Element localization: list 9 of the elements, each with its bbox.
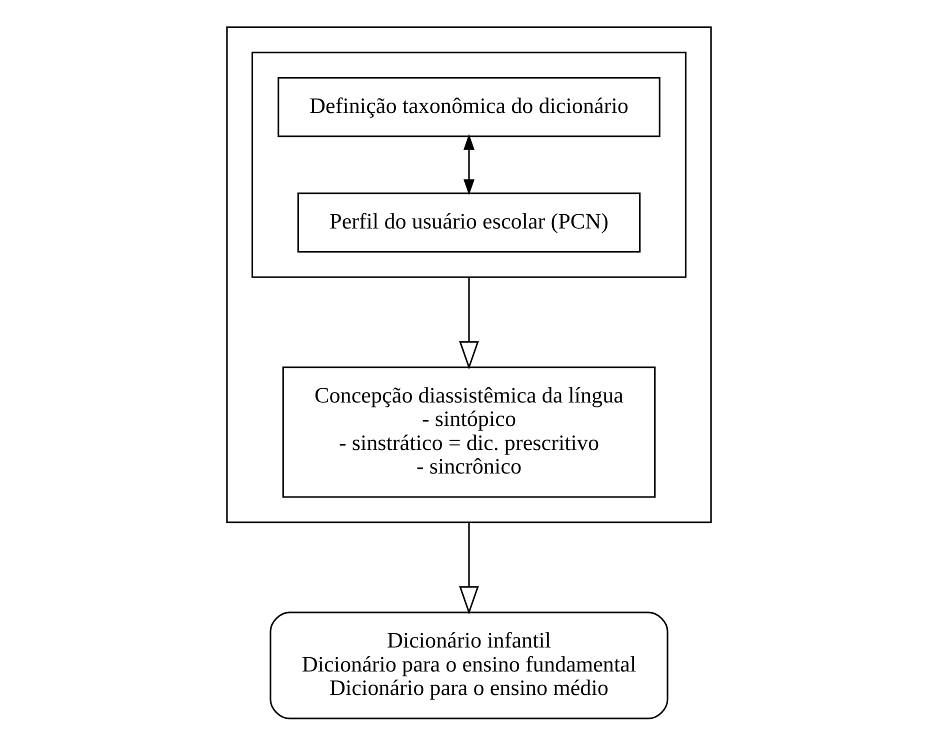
node-box: Definição taxonômica do dicionário: [278, 77, 660, 138]
node-box: Dicionário infantil Dicionário para o ensino fundamental Dicionário para o ensino médio: [270, 612, 668, 720]
node-box: Perfil do usuário escolar (PCN): [297, 192, 641, 253]
arrow: [459, 522, 479, 615]
cluster: [226, 26, 712, 524]
cluster: [252, 52, 686, 278]
node-box: Concepção diassistêmica da língua - sintópico - sinstrático = dic. prescritivo - sincrônico: [282, 366, 656, 498]
arrow: [463, 134, 475, 196]
arrow: [459, 277, 479, 370]
